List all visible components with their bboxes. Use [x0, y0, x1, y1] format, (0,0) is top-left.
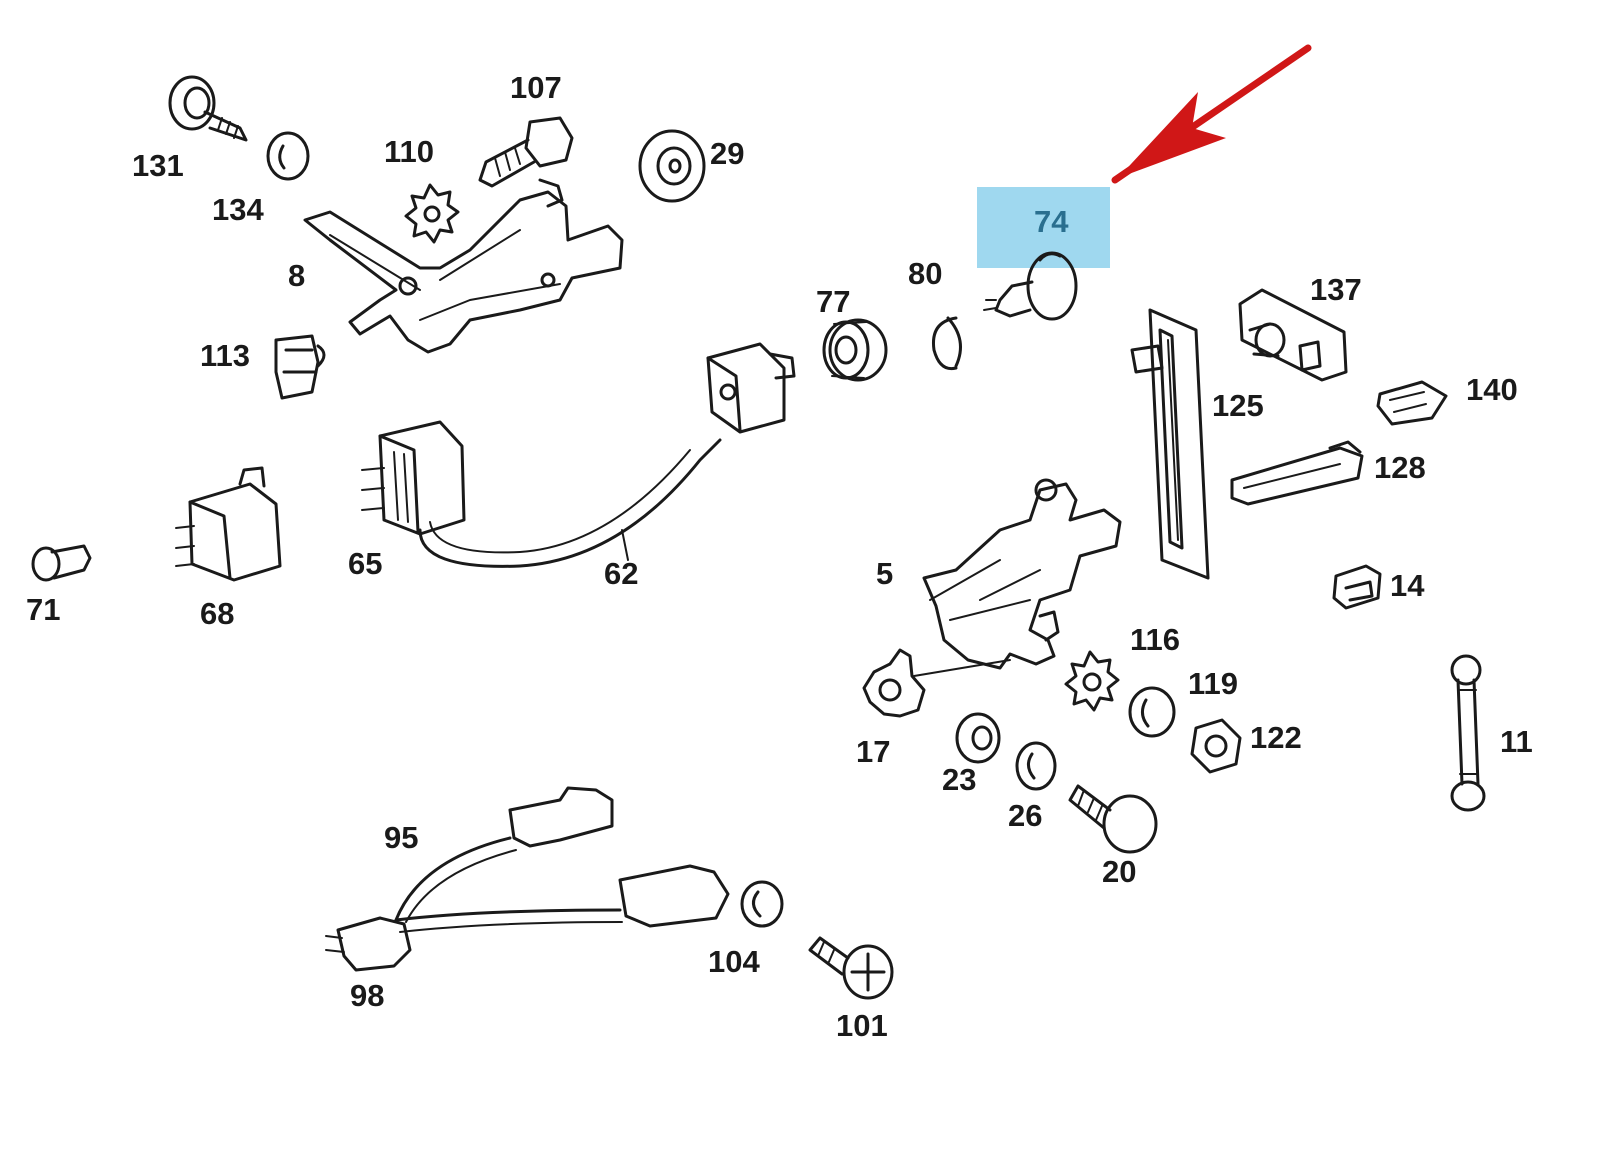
part-107-bolt: [478, 116, 574, 188]
part-119-washer: [1128, 686, 1176, 738]
part-140-latch: [1376, 380, 1448, 426]
label-8: 8: [288, 258, 305, 293]
label-20: 20: [1102, 854, 1136, 889]
label-74: 74: [1034, 204, 1069, 239]
part-71-bolt: [31, 544, 92, 582]
part-62-cable: [418, 342, 796, 568]
part-20-bolt: [1068, 784, 1158, 854]
label-17: 17: [856, 734, 890, 769]
label-116: 116: [1130, 622, 1180, 657]
part-122-nut: [1190, 718, 1242, 774]
label-125: 125: [1212, 388, 1264, 423]
part-77-grommet: [822, 318, 888, 382]
part-104-washer: [740, 880, 784, 928]
label-65: 65: [348, 546, 382, 581]
part-11-rod: [1450, 654, 1486, 812]
part-113-clip: [274, 334, 326, 400]
part-65-connector: [361, 420, 466, 536]
part-26-washer: [1015, 741, 1057, 791]
part-23-spacer: [955, 712, 1001, 764]
label-119: 119: [1188, 666, 1238, 701]
label-122: 122: [1250, 720, 1302, 755]
part-125-rail: [1130, 308, 1210, 580]
label-137: 137: [1310, 272, 1362, 307]
label-140: 140: [1466, 372, 1518, 407]
part-110-gear: [404, 183, 460, 244]
part-labels: 131 134 110 107 29 8 113 77 80 74 137 14…: [26, 70, 1533, 1043]
part-74-pin: [983, 251, 1078, 321]
label-98: 98: [350, 978, 384, 1013]
part-116-gear: [1064, 650, 1120, 712]
label-80: 80: [908, 256, 942, 291]
part-101-screw: [808, 936, 894, 1000]
label-71: 71: [26, 592, 60, 627]
label-110: 110: [384, 134, 434, 169]
label-11: 11: [1500, 724, 1533, 759]
part-134-washer: [266, 131, 310, 181]
part-95-harness: [325, 786, 730, 972]
part-17-cam: [862, 648, 1011, 718]
part-5-lock-mechanism: [922, 478, 1122, 670]
part-29-disk: [638, 129, 706, 203]
part-131-bolt: [168, 75, 248, 142]
label-101: 101: [836, 1008, 888, 1043]
label-128: 128: [1374, 450, 1426, 485]
part-128-slider: [1230, 440, 1364, 506]
label-77: 77: [816, 284, 850, 319]
label-107: 107: [510, 70, 562, 105]
label-113: 113: [200, 338, 250, 373]
label-5: 5: [876, 556, 893, 591]
label-23: 23: [942, 762, 976, 797]
label-62: 62: [604, 556, 638, 591]
label-29: 29: [710, 136, 744, 171]
label-14: 14: [1390, 568, 1425, 603]
label-134: 134: [212, 192, 264, 227]
pointer-arrow: [1111, 44, 1312, 184]
label-104: 104: [708, 944, 760, 979]
part-80-ring: [931, 316, 962, 371]
part-8-lock-mechanism: [303, 178, 624, 354]
label-95: 95: [384, 820, 418, 855]
part-14-clip: [1332, 564, 1382, 610]
label-131: 131: [132, 148, 184, 183]
label-68: 68: [200, 596, 234, 631]
part-68-connector: [175, 466, 282, 582]
part-137-bracket: [1238, 288, 1348, 382]
label-26: 26: [1008, 798, 1042, 833]
